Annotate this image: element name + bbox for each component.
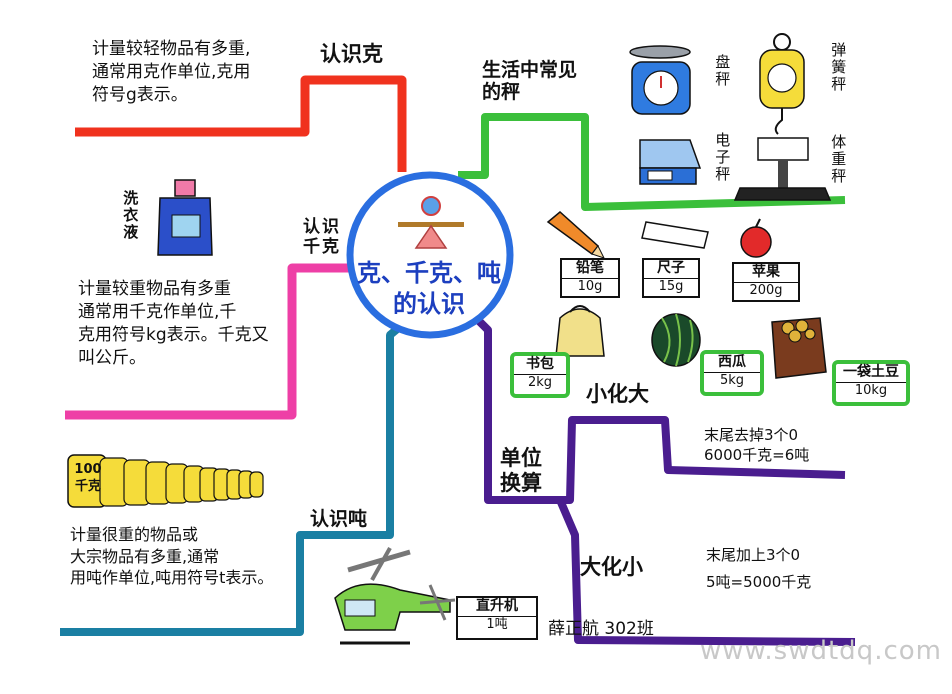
kilogram-branch-line xyxy=(65,263,357,420)
example-name: 西瓜 xyxy=(704,354,760,373)
helicopter-icon xyxy=(334,547,456,645)
helicopter-weight-box: 直升机 1吨 xyxy=(456,596,538,640)
kilogram-note-line: 通常用千克作单位,千 xyxy=(78,301,237,322)
center-title-line2: 的认识 xyxy=(393,290,465,319)
scales-branch-line xyxy=(458,113,846,211)
ruler-icon xyxy=(641,221,709,249)
helicopter-name: 直升机 xyxy=(458,598,536,617)
conversion-branch-label: 单位换算 xyxy=(500,446,542,496)
sack-weight-label: 100千克 xyxy=(74,462,102,494)
gram-note: 计量较轻物品有多重, 通常用克作单位,克用 符号g表示。 xyxy=(92,38,302,107)
ton-note: 计量很重的物品或 大宗物品有多重,通常 用吨作单位,吨用符号t表示。 xyxy=(70,524,298,589)
apple-icon xyxy=(740,218,772,258)
big-to-small-label: 大化小 xyxy=(580,555,643,579)
backpack-icon xyxy=(555,305,605,357)
example-name: 一袋土豆 xyxy=(836,364,906,383)
pencil-icon xyxy=(546,211,605,259)
example-weight: 2kg xyxy=(527,374,553,390)
potato-sack-icon xyxy=(771,317,827,379)
example-box-potatoes: 一袋土豆 10kg xyxy=(832,360,910,406)
example-box-ruler: 尺子 15g xyxy=(642,258,700,298)
big-to-small-line xyxy=(556,498,856,646)
big-to-small-note: 末尾加上3个0 5吨=5000千克 xyxy=(706,542,811,596)
ton-branch-line xyxy=(60,321,405,636)
scale-name-spring: 弹簧秤 xyxy=(829,42,848,93)
gram-note-line: 计量较轻物品有多重, xyxy=(92,39,251,59)
example-box-pencil: 铅笔 10g xyxy=(560,258,620,298)
example-name: 铅笔 xyxy=(562,260,618,279)
scale-name-dial: 盘秤 xyxy=(713,54,732,88)
kilogram-note: 计量较重物品有多重 通常用千克作单位,千 克用符号kg表示。千克又 叫公斤。 xyxy=(78,278,290,370)
scale-name-body: 体重秤 xyxy=(829,134,848,185)
gram-branch-label: 认识克 xyxy=(320,42,383,66)
gram-branch-line xyxy=(75,75,407,172)
example-weight: 5kg xyxy=(719,372,745,388)
example-name: 苹果 xyxy=(734,264,798,283)
gram-note-line: 通常用克作单位,克用 xyxy=(92,61,251,82)
detergent-bottle-icon xyxy=(157,179,213,256)
conversion-branch-line xyxy=(475,317,846,504)
kilogram-note-line: 计量较重物品有多重 xyxy=(78,279,231,299)
small-to-big-label: 小化大 xyxy=(586,382,649,406)
author-signature: 薛正航 302班 xyxy=(548,619,654,639)
example-box-watermelon: 西瓜 5kg xyxy=(700,350,764,396)
sacks-icon xyxy=(67,454,264,508)
example-weight: 15g xyxy=(658,278,684,294)
example-weight: 10g xyxy=(577,278,603,294)
center-circle xyxy=(346,171,514,339)
ton-note-line: 用吨作单位,吨用符号t表示。 xyxy=(70,568,274,588)
electronic-scale-icon xyxy=(639,139,702,185)
big-to-small-line: 末尾加上3个0 xyxy=(706,546,801,564)
big-to-small-line: 5吨=5000千克 xyxy=(706,573,812,591)
example-name: 书包 xyxy=(514,356,566,375)
watermark: www.swdtdq.com xyxy=(700,636,942,666)
small-to-big-note: 末尾去掉3个0 6000千克=6吨 xyxy=(704,425,809,466)
example-name: 尺子 xyxy=(644,260,698,279)
kilogram-note-line: 克用符号kg表示。千克又 xyxy=(78,324,269,345)
ton-note-line: 计量很重的物品或 xyxy=(70,525,199,544)
center-title-line1: 克、千克、吨 xyxy=(357,259,501,287)
center-title: 克、千克、吨 的认识 xyxy=(349,258,509,320)
example-weight: 10kg xyxy=(854,382,888,398)
spring-scale-icon xyxy=(759,33,805,135)
dial-scale-icon xyxy=(629,45,691,115)
example-box-backpack: 书包 2kg xyxy=(510,352,570,398)
kilogram-note-line: 叫公斤。 xyxy=(78,347,146,368)
balance-scale-icon xyxy=(398,196,464,249)
body-scale-icon xyxy=(733,137,832,201)
scales-branch-label: 生活中常见的秤 xyxy=(482,59,578,103)
scale-name-electronic: 电子秤 xyxy=(713,132,732,183)
detergent-label: 洗衣液 xyxy=(121,190,140,241)
ton-branch-label: 认识吨 xyxy=(310,508,368,530)
helicopter-weight: 1吨 xyxy=(486,616,508,632)
example-weight: 200g xyxy=(749,282,783,298)
gram-note-line: 符号g表示。 xyxy=(92,84,188,105)
small-to-big-line: 末尾去掉3个0 xyxy=(704,426,799,444)
kilogram-branch-label: 认识千克 xyxy=(303,217,341,257)
ton-note-line: 大宗物品有多重,通常 xyxy=(70,546,220,566)
watermelon-icon xyxy=(651,313,701,367)
example-box-apple: 苹果 200g xyxy=(732,262,800,302)
small-to-big-line: 6000千克=6吨 xyxy=(704,446,810,465)
